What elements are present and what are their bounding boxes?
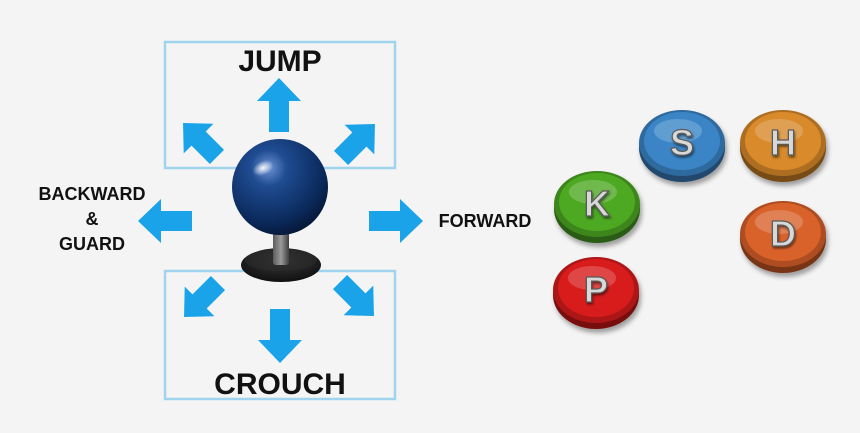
button-d[interactable]: D — [740, 201, 826, 273]
up-arrow-icon — [257, 78, 301, 132]
button-h[interactable]: H — [740, 110, 826, 182]
backward-label-line2: & — [86, 209, 99, 229]
button-s-letter: S — [670, 122, 694, 163]
left-arrow-icon — [138, 199, 192, 243]
down-right-arrow-icon — [332, 274, 374, 316]
joystick-icon — [232, 139, 328, 282]
backward-label-line1: BACKWARD — [39, 184, 146, 204]
attack-buttons: S H K D P — [553, 110, 826, 329]
button-k[interactable]: K — [554, 171, 640, 243]
down-left-arrow-icon — [184, 275, 226, 317]
right-arrow-icon — [369, 199, 423, 243]
button-p-letter: P — [584, 269, 608, 310]
button-s[interactable]: S — [639, 110, 725, 182]
crouch-label: CROUCH — [214, 368, 346, 401]
jump-label: JUMP — [238, 45, 321, 78]
button-d-letter: D — [770, 213, 796, 254]
backward-label-line3: GUARD — [59, 234, 125, 254]
button-h-letter: H — [770, 122, 796, 163]
up-left-arrow-icon — [183, 123, 225, 165]
button-p[interactable]: P — [553, 257, 639, 329]
button-k-letter: K — [584, 183, 610, 224]
down-arrow-icon — [258, 309, 302, 363]
up-right-arrow-icon — [333, 124, 375, 166]
forward-label: FORWARD — [439, 211, 532, 231]
